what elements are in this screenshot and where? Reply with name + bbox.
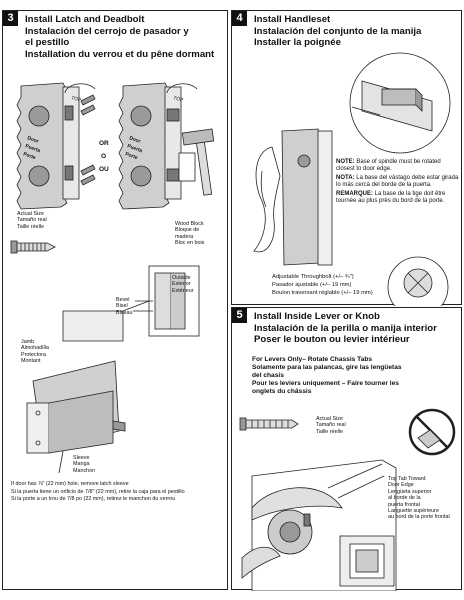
text-fr: Biseau xyxy=(116,309,133,316)
text-en: Outside xyxy=(172,275,191,281)
text-es: Solamente para las palancas, gire las le… xyxy=(252,364,402,371)
text-es: Lengüeta superior xyxy=(388,488,432,495)
title-es: Instalación del cerrojo de pasador y xyxy=(25,25,189,37)
note-es-text: La base del vástago debe estar girada lo… xyxy=(336,175,459,188)
step-number: 4 xyxy=(232,11,247,26)
title-es-cont: el pestillo xyxy=(25,37,70,48)
or-label-es: O xyxy=(101,153,106,160)
text-es-cont: al borde de la xyxy=(388,495,421,502)
door-label-es: Puerta xyxy=(24,143,41,154)
text-en: For Levers Only– Rotate Chassis Tabs xyxy=(252,356,373,363)
text-en: Jamb xyxy=(21,339,35,345)
text-es: Bloque de xyxy=(175,227,200,234)
text-fr-cont: onglets du châssis xyxy=(252,388,312,395)
note-es: NOTA: La base del vástago debe estar gir… xyxy=(336,175,460,189)
note-fr: REMARQUE: La base de la tige doit être t… xyxy=(336,191,460,205)
text-es: Almohadilla xyxy=(21,345,49,352)
text-es-cont-2: puerta frontal xyxy=(388,501,420,508)
levers-subhead: For Levers Only– Rotate Chassis Tabs Sol… xyxy=(252,356,402,396)
text-fr: Si la porte a un trou de 7/8 po (22 mm),… xyxy=(11,496,176,503)
outside-label: Outside Exterior Extérieur xyxy=(172,275,194,294)
note-en-label: NOTE: xyxy=(336,159,355,165)
top-tab-label: Top Tab Toward Door Edge Lengüeta superi… xyxy=(388,476,450,521)
actual-size-label: Actual Size Tamaño real Taille réelle xyxy=(17,211,47,230)
title-en: Install Inside Lever or Knob xyxy=(254,311,380,322)
step-number: 3 xyxy=(3,11,18,26)
text-fr: Languette supérieure xyxy=(388,508,439,515)
note-en-text: Base of spindle must be rotated closest … xyxy=(336,159,441,172)
text-fr: Taille réelle xyxy=(316,428,343,435)
door-label-en-2: Door xyxy=(128,135,141,145)
step-3-panel: 3 Install Latch and Deadbolt Instalación… xyxy=(2,10,228,590)
text-fr: Taille réelle xyxy=(17,223,44,230)
title-es: Instalación de la perilla o manija inter… xyxy=(254,322,437,334)
step-5-panel: 5 Install Inside Lever or Knob Instalaci… xyxy=(231,307,462,591)
text-en: Sleeve xyxy=(73,455,90,461)
title-fr: Installer la poignée xyxy=(254,37,341,48)
step-4-panel: 4 Install Handleset Instalación del conj… xyxy=(231,10,462,306)
text-en: Wood Block xyxy=(175,221,204,227)
title-fr: Installation du verrou et du pêne dorman… xyxy=(25,48,215,60)
text-en: Actual Size xyxy=(17,211,44,217)
text-en: If door has ⅞" (22 mm) hole, remove latc… xyxy=(11,481,129,487)
title-fr: Poser le bouton ou levier intérieur xyxy=(254,334,410,345)
text-en: Top Tab Toward xyxy=(388,476,426,482)
text-fr: Bloc en bois xyxy=(175,240,205,247)
text-es: Tamaño real xyxy=(17,217,47,224)
text-es: Bisel xyxy=(116,303,128,310)
sleeve-label: Sleeve Manga Manchon xyxy=(73,455,95,474)
top-label-2: TOP xyxy=(172,95,184,104)
throughbolt-label: Adjustable Throughbolt (+/– ¾") Pasador … xyxy=(272,273,373,297)
spindle-note: NOTE: Base of spindle must be rotated cl… xyxy=(336,159,460,207)
door-label-fr: Porte xyxy=(22,151,36,161)
latch-deadbolt-illustration: Door Puerta Porte Door Puerta Porte TOP … xyxy=(10,82,215,474)
handleset-illustration xyxy=(253,52,451,306)
footer-note: If door has ⅞" (22 mm) hole, remove latc… xyxy=(11,481,185,504)
title-es: Instalación del conjunto de la manija xyxy=(254,25,422,37)
wood-block-label: Wood Block Bloque de madera Bloc en bois xyxy=(175,221,204,247)
text-en-cont: Door Edge xyxy=(388,482,414,489)
title-en: Install Handleset xyxy=(254,14,331,25)
note-fr-label: REMARQUE: xyxy=(336,191,373,197)
door-label-fr-2: Porte xyxy=(124,151,138,161)
text-fr: Manchon xyxy=(73,467,96,474)
title-en: Install Latch and Deadbolt xyxy=(25,14,145,25)
step-title: Install Inside Lever or Knob Instalación… xyxy=(254,311,437,346)
note-es-label: NOTA: xyxy=(336,175,355,181)
text-es: Pasador ajustable (+/– 19 mm) xyxy=(272,282,352,288)
text-en: Adjustable Throughbolt (+/– ¾") xyxy=(272,274,354,280)
text-es: Exterior xyxy=(172,281,191,288)
text-es: Tamaño real xyxy=(316,422,346,429)
step-number: 5 xyxy=(232,308,247,323)
inside-lever-illustration xyxy=(239,408,456,591)
door-label-en: Door xyxy=(26,135,39,145)
step-title: Install Handleset Instalación del conjun… xyxy=(254,14,421,49)
bevel-label: Bevel Bisel Biseau xyxy=(116,297,132,316)
text-en: Bevel xyxy=(116,297,130,303)
text-fr: Pour les leviers uniquement – Faire tour… xyxy=(252,380,399,387)
top-label: TOP xyxy=(70,95,82,104)
step-title: Install Latch and Deadbolt Instalación d… xyxy=(25,14,214,60)
text-es: Si la puerta tiene un orificio de 7/8" (… xyxy=(11,488,185,495)
text-es: Manga xyxy=(73,461,90,468)
jamb-label: Jamb Almohadilla Protectora Montant xyxy=(21,339,49,365)
note-fr-text: La base de la tige doit être tournée au … xyxy=(336,191,446,204)
text-en: Actual Size xyxy=(316,416,343,422)
text-fr: Montant xyxy=(21,358,41,365)
text-fr: Extérieur xyxy=(172,287,194,294)
text-fr: Boulon traversant réglable (+/– 19 mm) xyxy=(272,290,373,296)
text-es-cont: del chasis xyxy=(252,372,284,379)
text-es-cont: madera xyxy=(175,233,194,240)
text-es-cont: Protectora xyxy=(21,351,46,358)
or-label-fr: OU xyxy=(99,166,109,173)
door-label-es-2: Puerta xyxy=(126,143,143,154)
note-en: NOTE: Base of spindle must be rotated cl… xyxy=(336,159,460,173)
text-fr-cont: au bord de la porte frontal xyxy=(388,514,450,521)
actual-size-label: Actual Size Tamaño real Taille réelle xyxy=(316,416,346,435)
or-label-en: OR xyxy=(99,140,109,147)
